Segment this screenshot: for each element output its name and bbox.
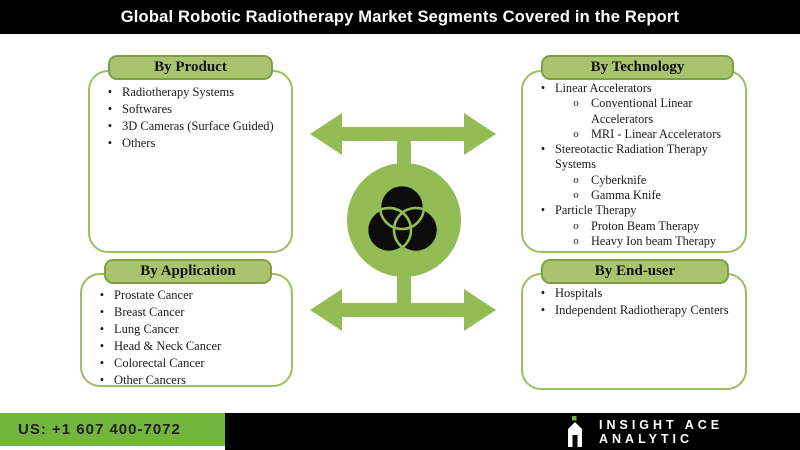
application-list: • Prostate Cancer • Breast Cancer • Lung Canc…: [82, 275, 291, 389]
bullet-dot: •: [540, 81, 546, 95]
list-item-text: Particle Therapy: [555, 203, 637, 218]
technology-list: • Linear Accelerators o Conventional Linear…: [523, 72, 745, 249]
footer-bar: US: +1 607 400-7072 INSIGHT ACE ANALYTIC: [0, 413, 800, 450]
bullet-circle: o: [573, 127, 579, 140]
list-item-text: Proton Beam Therapy: [591, 218, 700, 233]
list-item: • Particle Therapy: [531, 203, 739, 218]
list-item-text: Stereotactic Radiation Therapy Systems: [555, 142, 708, 172]
list-item: o Conventional Linear Accelerators: [531, 96, 739, 127]
list-item-text: Heavy Ion beam Therapy: [591, 233, 717, 248]
badge-by-application: By Application: [104, 259, 272, 284]
list-item: • Independent Radiotherapy Centers: [531, 302, 739, 319]
box-by-product: • Radiotherapy Systems • Softwares • 3D Camer…: [88, 70, 293, 253]
bullet-dot: •: [540, 203, 546, 218]
list-item-text: Linear Accelerators: [555, 81, 652, 95]
product-list: • Radiotherapy Systems • Softwares • 3D Camer…: [90, 72, 291, 152]
list-item-text: Colorectal Cancer: [114, 356, 205, 370]
list-item-text: Other Cancers: [114, 373, 186, 387]
phone-number: US: +1 607 400-7072: [18, 421, 181, 438]
list-item: • Prostate Cancer: [90, 287, 285, 304]
list-item: o MRI - Linear Accelerators: [531, 127, 739, 142]
end-user-list: • Hospitals • Independent Radiotherapy Cent…: [523, 275, 745, 319]
header-bar: Global Robotic Radiotherapy Market Segme…: [0, 0, 800, 34]
bullet-dot: •: [99, 356, 105, 370]
box-by-end-user: • Hospitals • Independent Radiotherapy Cent…: [521, 273, 747, 390]
list-item-text: Gamma Knife: [591, 188, 661, 203]
badge-by-application-label: By Application: [140, 263, 236, 279]
bullet-circle: o: [573, 189, 579, 202]
list-item-text: Others: [122, 136, 156, 150]
bullet-dot: •: [107, 119, 113, 133]
center-arrows-venn-icon: [310, 113, 496, 331]
bullet-dot: •: [99, 305, 105, 319]
bullet-circle: o: [573, 219, 579, 232]
list-item-text: Head & Neck Cancer: [114, 339, 222, 353]
list-item: • Other Cancers: [90, 372, 285, 389]
badge-by-end-user: By End-user: [541, 259, 729, 284]
list-item: o Cyberknife: [531, 173, 739, 188]
bullet-dot: •: [99, 339, 105, 353]
list-item-text: Independent Radiotherapy Centers: [555, 303, 729, 317]
list-item-text: Lung Cancer: [114, 322, 179, 336]
bullet-dot: •: [107, 102, 113, 116]
list-item: • Softwares: [98, 101, 285, 118]
bullet-dot: •: [107, 85, 113, 99]
list-item: • 3D Cameras (Surface Guided): [98, 118, 285, 135]
bullet-dot: •: [540, 142, 546, 157]
list-item: o Heavy Ion beam Therapy: [531, 234, 739, 249]
list-item: • Radiotherapy Systems: [98, 84, 285, 101]
bullet-circle: o: [573, 234, 579, 247]
list-item: • Linear Accelerators: [531, 81, 739, 96]
bullet-dot: •: [99, 373, 105, 387]
bullet-dot: •: [107, 136, 113, 150]
list-item-text: Breast Cancer: [114, 305, 185, 319]
list-item-text: Prostate Cancer: [114, 288, 193, 302]
bullet-dot: •: [540, 303, 546, 317]
badge-by-product-label: By Product: [154, 59, 227, 75]
bullet-circle: o: [573, 97, 579, 110]
badge-by-product: By Product: [108, 55, 273, 80]
badge-by-technology: By Technology: [541, 55, 734, 80]
brand-name: INSIGHT ACE ANALYTIC: [599, 417, 724, 446]
list-item-text: MRI - Linear Accelerators: [591, 126, 722, 141]
list-item-text: Cyberknife: [591, 172, 647, 187]
brand-logo-icon: [568, 416, 582, 447]
list-item-text: Conventional Linear Accelerators: [591, 96, 693, 126]
bullet-dot: •: [99, 322, 105, 336]
list-item: • Lung Cancer: [90, 321, 285, 338]
list-item: • Others: [98, 135, 285, 152]
footer-brand-section: INSIGHT ACE ANALYTIC: [225, 413, 800, 450]
badge-by-technology-label: By Technology: [590, 59, 685, 75]
list-item: • Colorectal Cancer: [90, 355, 285, 372]
list-item-text: 3D Cameras (Surface Guided): [122, 119, 274, 133]
bullet-circle: o: [573, 173, 579, 186]
badge-by-end-user-label: By End-user: [594, 263, 676, 279]
list-item: o Proton Beam Therapy: [531, 219, 739, 234]
page-title: Global Robotic Radiotherapy Market Segme…: [120, 7, 680, 26]
footer-phone-section: US: +1 607 400-7072: [0, 413, 225, 446]
list-item-text: Radiotherapy Systems: [122, 85, 235, 99]
list-item-text: Hospitals: [555, 286, 603, 300]
list-item: • Hospitals: [531, 285, 739, 302]
bullet-dot: •: [99, 288, 105, 302]
bullet-dot: •: [540, 286, 546, 300]
venn-icon: [365, 183, 440, 254]
box-by-technology: • Linear Accelerators o Conventional Linear…: [521, 70, 747, 253]
list-item: • Head & Neck Cancer: [90, 338, 285, 355]
list-item: o Gamma Knife: [531, 188, 739, 203]
list-item: • Stereotactic Radiation Therapy Systems: [531, 142, 739, 173]
box-by-application: • Prostate Cancer • Breast Cancer • Lung Canc…: [80, 273, 293, 387]
list-item-text: Softwares: [122, 102, 172, 116]
list-item: • Breast Cancer: [90, 304, 285, 321]
